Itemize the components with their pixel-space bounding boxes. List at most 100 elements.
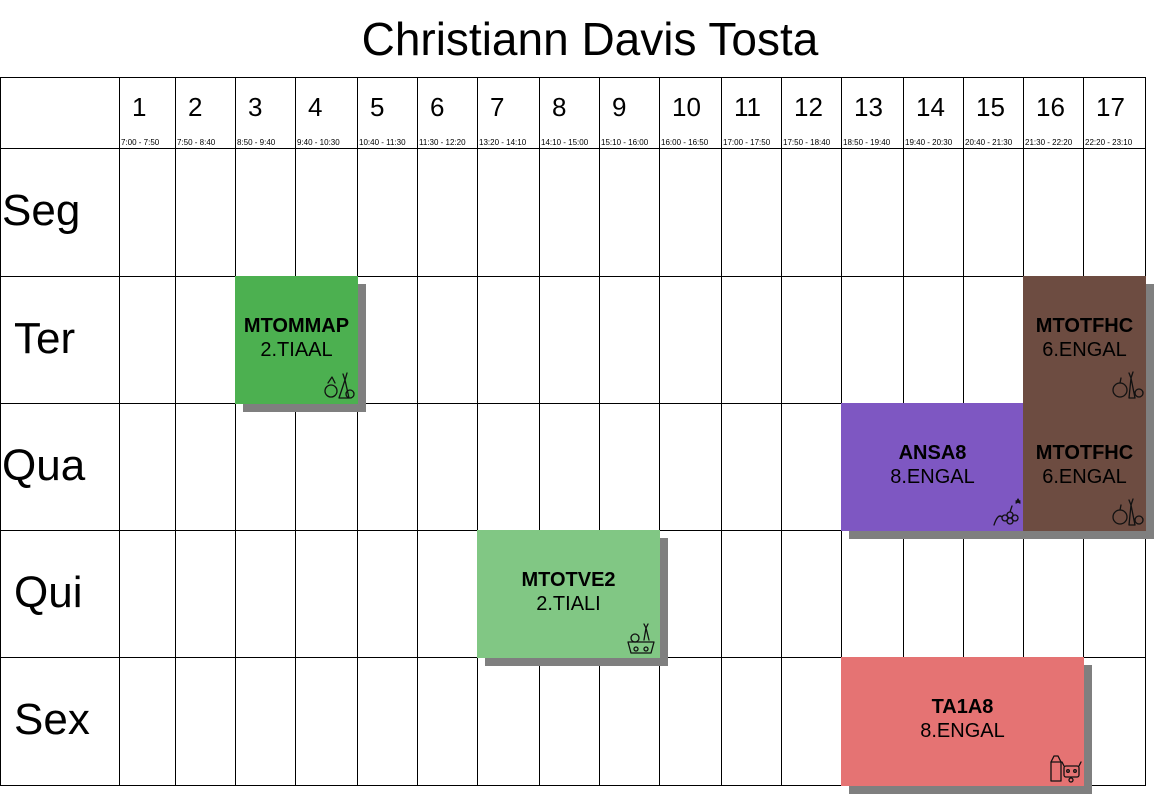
- grid-column-line: [539, 77, 540, 786]
- grid-row-line: [0, 276, 1146, 277]
- grid-column-line: [417, 77, 418, 786]
- period-header: 11 17:00 - 17:50: [722, 78, 781, 148]
- period-number: 10: [672, 92, 701, 122]
- grid-column-line: [295, 77, 296, 786]
- period-time: 17:00 - 17:50: [723, 138, 771, 147]
- grid-row-line: [0, 403, 1146, 404]
- class-code: MTOTFHC: [1035, 315, 1134, 337]
- period-number: 4: [308, 92, 323, 122]
- day-label: Seg: [2, 186, 81, 235]
- period-number: 1: [132, 92, 147, 122]
- period-time: 18:50 - 19:40: [843, 138, 891, 147]
- period-header: 9 15:10 - 16:00: [600, 78, 659, 148]
- grid-row-line: [0, 77, 1146, 78]
- class-room: 6.ENGAL: [1042, 339, 1127, 361]
- page-title: Christiann Davis Tosta: [361, 13, 819, 65]
- class-room: 2.TIAAL: [260, 339, 333, 361]
- period-time: 20:40 - 21:30: [965, 138, 1013, 147]
- grapes-icon: [988, 495, 1022, 529]
- period-time: 19:40 - 20:30: [905, 138, 953, 147]
- vegetables-icon: [322, 368, 356, 402]
- period-number: 14: [916, 92, 945, 122]
- period-time: 21:30 - 22:20: [1025, 138, 1073, 147]
- grid-column-line: [235, 77, 236, 786]
- dairy-icon: [1048, 750, 1082, 784]
- period-header: 5 10:40 - 11:30: [358, 78, 417, 148]
- period-time: 9:40 - 10:30: [297, 138, 340, 147]
- grid-column-line: [477, 77, 478, 786]
- fruit-icon: [1110, 495, 1144, 529]
- period-number: 8: [552, 92, 567, 122]
- class-code: MTOTFHC: [1035, 442, 1134, 464]
- class-code: TA1A8: [931, 696, 994, 718]
- grid-column-line: [659, 77, 660, 786]
- period-header: 13 18:50 - 19:40: [842, 78, 903, 148]
- period-header: 4 9:40 - 10:30: [296, 78, 357, 148]
- period-number: 12: [794, 92, 823, 122]
- period-header: 1 7:00 - 7:50: [120, 78, 175, 148]
- period-time: 15:10 - 16:00: [601, 138, 649, 147]
- period-header: 17 22:20 - 23:10: [1084, 78, 1145, 148]
- grid-column-line: [781, 77, 782, 786]
- grid-column-line: [175, 77, 176, 786]
- period-number: 5: [370, 92, 385, 122]
- class-room: 6.ENGAL: [1042, 466, 1127, 488]
- period-header: 3 8:50 - 9:40: [236, 78, 295, 148]
- grid-column-line: [357, 77, 358, 786]
- class-room: 2.TIALI: [536, 593, 601, 615]
- class-room: 8.ENGAL: [920, 720, 1005, 742]
- grid-column-line: [599, 77, 600, 786]
- period-number: 13: [854, 92, 883, 122]
- period-time: 10:40 - 11:30: [359, 138, 406, 147]
- grid-row-line: [0, 785, 1146, 786]
- class-code: MTOMMAP: [243, 315, 350, 337]
- day-label: Ter: [14, 314, 76, 363]
- period-time: 22:20 - 23:10: [1085, 138, 1133, 147]
- period-number: 11: [734, 92, 761, 122]
- fruit-icon: [1110, 368, 1144, 402]
- period-number: 2: [188, 92, 203, 122]
- period-header: 7 13:20 - 14:10: [478, 78, 539, 148]
- period-number: 9: [612, 92, 627, 122]
- grid-column-line: [119, 77, 120, 786]
- class-code: MTOTVE2: [521, 569, 616, 591]
- period-number: 3: [248, 92, 263, 122]
- period-time: 8:50 - 9:40: [237, 138, 276, 147]
- period-header: 6 11:30 - 12:20: [418, 78, 477, 148]
- period-header: 14 19:40 - 20:30: [904, 78, 963, 148]
- period-number: 6: [430, 92, 445, 122]
- class-room: 8.ENGAL: [890, 466, 975, 488]
- period-header: 12 17:50 - 18:40: [782, 78, 841, 148]
- period-header: 10 16:00 - 16:50: [660, 78, 721, 148]
- day-label: Qua: [2, 441, 86, 490]
- vegetables-basket-icon: [624, 622, 658, 656]
- period-header: 8 14:10 - 15:00: [540, 78, 599, 148]
- period-time: 7:50 - 8:40: [177, 138, 216, 147]
- day-label: Sex: [14, 695, 90, 744]
- class-code: ANSA8: [898, 442, 967, 464]
- grid-row-line: [0, 148, 1146, 149]
- period-number: 15: [976, 92, 1005, 122]
- period-header: 2 7:50 - 8:40: [176, 78, 235, 148]
- period-time: 14:10 - 15:00: [541, 138, 589, 147]
- period-time: 11:30 - 12:20: [419, 138, 466, 147]
- grid-column-line: [721, 77, 722, 786]
- period-time: 17:50 - 18:40: [783, 138, 831, 147]
- period-header: 15 20:40 - 21:30: [964, 78, 1023, 148]
- period-number: 17: [1096, 92, 1125, 122]
- period-time: 13:20 - 14:10: [479, 138, 527, 147]
- period-header: 16 21:30 - 22:20: [1024, 78, 1083, 148]
- period-time: 16:00 - 16:50: [661, 138, 709, 147]
- day-label: Qui: [14, 568, 83, 617]
- period-time: 7:00 - 7:50: [121, 138, 160, 147]
- period-number: 7: [490, 92, 505, 122]
- period-number: 16: [1036, 92, 1065, 122]
- grid-column-line: [0, 77, 1, 786]
